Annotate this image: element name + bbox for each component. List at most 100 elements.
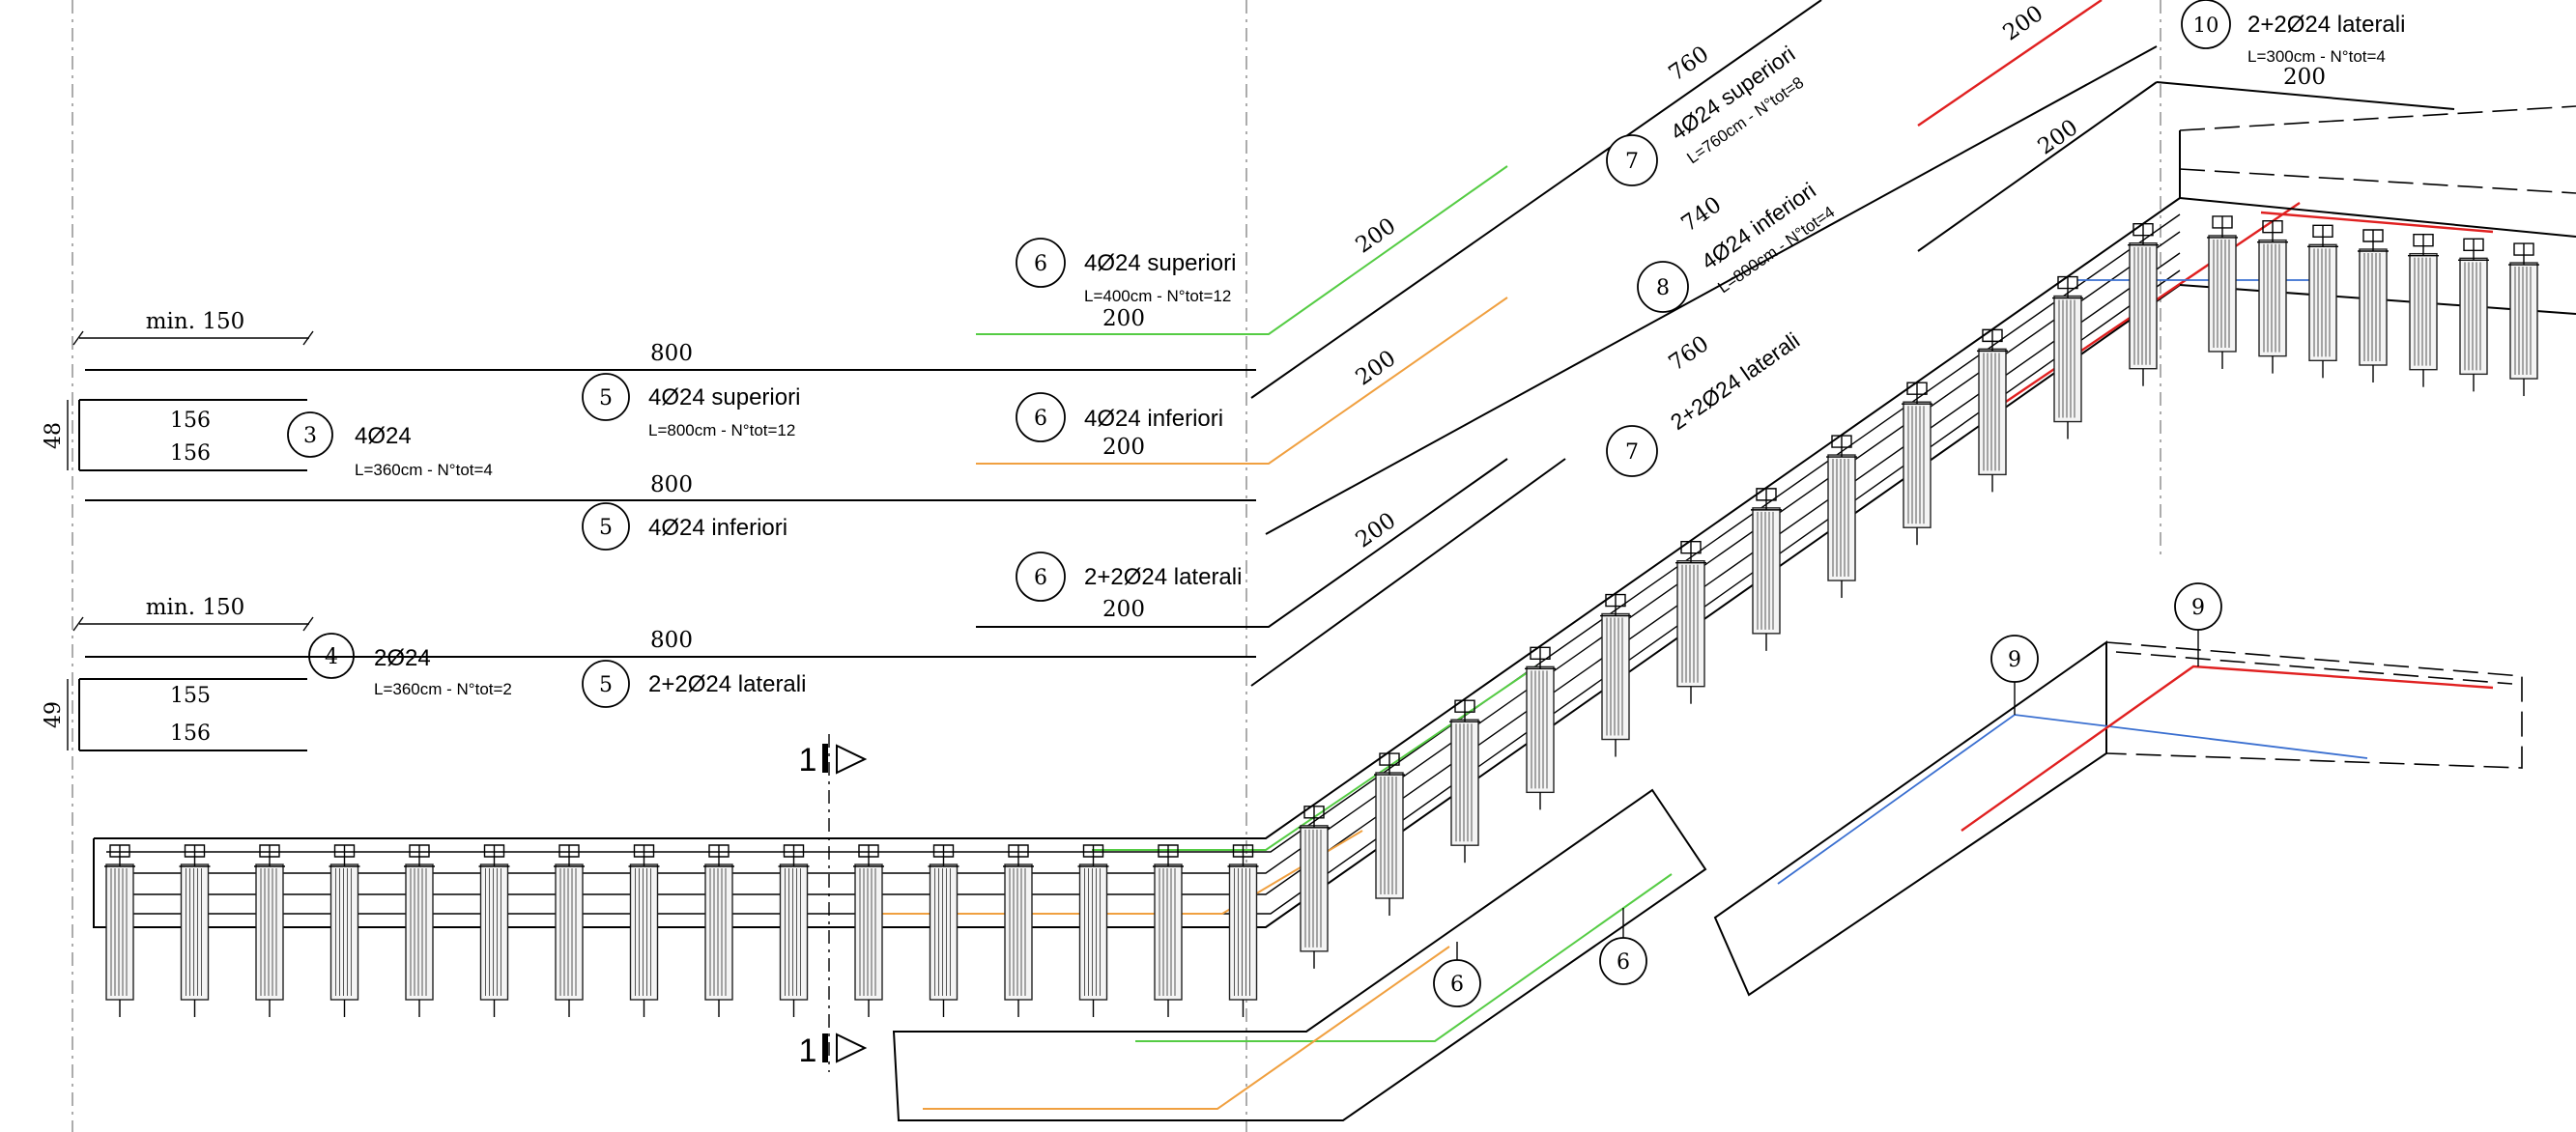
bar-10-text: 2+2Ø24 laterali [2247, 12, 2405, 38]
bar-5b-length: 800 [650, 472, 693, 497]
bar-3-height-label: 48 [42, 422, 66, 449]
beam-elevation [93, 105, 2576, 1017]
pile-33 [2458, 238, 2489, 392]
bar-4-dim-b: 156 [170, 722, 211, 746]
bar-4-sub: L=360cm - N°tot=2 [374, 680, 512, 698]
pile-1 [179, 844, 211, 1017]
pile-31 [2358, 229, 2389, 382]
bar-6a-len-b: 200 [1102, 306, 1145, 331]
bar-4-dim-a: 155 [170, 684, 211, 708]
bar-6c-len-a: 200 [1352, 508, 1401, 552]
pile-21 [1675, 540, 1706, 704]
bar-6a-len-a: 200 [1352, 213, 1401, 258]
bar-8-number: 8 [1656, 276, 1670, 300]
bar-5b-text: 4Ø24 inferiori [648, 515, 787, 541]
bar-6c-text: 2+2Ø24 laterali [1084, 564, 1242, 590]
pile-0 [104, 844, 135, 1017]
bar-6b-text: 4Ø24 inferiori [1084, 406, 1223, 432]
pile-10 [853, 844, 884, 1017]
bar-5c-text: 2+2Ø24 laterali [648, 671, 806, 697]
pile-8 [703, 844, 734, 1017]
pile-34 [2508, 242, 2539, 397]
section-markers: 1 1 [799, 734, 868, 1072]
plan-view-9: 9 9 [1713, 582, 2523, 997]
bar-3-dim-b: 156 [170, 441, 211, 466]
bar-10-sub: L=300cm - N°tot=4 [2247, 47, 2386, 66]
plan-bar-6a-number: 6 [1450, 973, 1464, 997]
pile-27 [2128, 223, 2159, 386]
bar-7b-length: 760 [1665, 331, 1714, 376]
pile-4 [404, 844, 435, 1017]
bar-10-schedule: 200 200 10 2+2Ø24 laterali L=300cm - N°t… [1917, 0, 2455, 252]
pile-12 [1003, 844, 1034, 1017]
pile-5 [478, 844, 510, 1017]
bar-10-len-b: 200 [2034, 115, 2083, 159]
pile-23 [1826, 435, 1857, 599]
bar-3-text: 4Ø24 [355, 423, 412, 449]
plan-bar-6b-number: 6 [1617, 950, 1630, 975]
bar-5c-length: 800 [650, 628, 693, 653]
plan-bar-9a-number: 9 [2008, 648, 2021, 672]
section-mark-bottom: 1 [799, 1033, 817, 1069]
pile-15 [1227, 844, 1259, 1017]
pile-25 [1977, 328, 2008, 493]
pile-13 [1077, 844, 1109, 1017]
pile-7 [628, 844, 660, 1017]
pile-19 [1525, 646, 1556, 810]
pile-26 [2052, 275, 2083, 439]
bar-6a-text: 4Ø24 superiori [1084, 250, 1236, 276]
bar-5-schedule: 800 5 4Ø24 superiori L=800cm - N°tot=12 … [85, 341, 1256, 708]
bar-6b-len-b: 200 [1102, 435, 1145, 460]
bar-5c-number: 5 [599, 673, 613, 697]
bar-5a-sub: L=800cm - N°tot=12 [648, 421, 795, 439]
bar-4-text: 2Ø24 [374, 645, 431, 671]
bar-3-dim-a: 156 [170, 409, 211, 433]
pile-9 [778, 844, 810, 1017]
bar-10-len-c: 200 [2283, 65, 2326, 90]
bar-6-schedule: 200 200 6 4Ø24 superiori L=400cm - N°tot… [976, 165, 1508, 628]
bar-6b-len-a: 200 [1352, 346, 1401, 390]
bar-3-bubble [287, 411, 333, 458]
pile-29 [2257, 219, 2288, 374]
pile-3 [329, 844, 360, 1017]
bar-6c-len-b: 200 [1102, 597, 1145, 622]
bar-6a-sub: L=400cm - N°tot=12 [1084, 287, 1231, 305]
pile-28 [2207, 215, 2238, 369]
pile-16 [1299, 806, 1330, 969]
pile-6 [554, 844, 585, 1017]
bar-5a-number: 5 [599, 386, 613, 410]
pile-2 [254, 844, 285, 1017]
bar-4-schedule: min. 150 49 155 156 4 2Ø24 L=360cm - N°t… [42, 595, 512, 751]
pile-22 [1751, 488, 1782, 651]
plan-view-6: 6 6 [892, 788, 1707, 1121]
pile-30 [2307, 224, 2338, 379]
piles [104, 215, 2539, 1017]
bar-3-number: 3 [303, 424, 317, 448]
pile-17 [1374, 752, 1405, 917]
bar-6c-number: 6 [1034, 566, 1047, 590]
bar-5a-length: 800 [650, 341, 693, 366]
pile-20 [1600, 593, 1631, 757]
plan-bar-9b-number: 9 [2191, 596, 2205, 620]
bar-3-min-label: min. 150 [146, 309, 245, 334]
bar-8-length: 740 [1677, 192, 1727, 237]
bar-4-min-label: min. 150 [146, 595, 245, 620]
pile-32 [2408, 233, 2439, 387]
bar-3-sub: L=360cm - N°tot=4 [355, 461, 493, 479]
bar-3-schedule: min. 150 48 156 156 3 4Ø24 L=360cm - N°t… [42, 309, 493, 479]
bar-6a-number: 6 [1034, 252, 1047, 276]
pile-11 [928, 844, 959, 1017]
bar-10-number: 10 [2193, 14, 2219, 37]
bar-7a-number: 7 [1625, 150, 1639, 174]
pile-24 [1902, 382, 1932, 546]
bar-6b-number: 6 [1034, 407, 1047, 431]
bar-7b-number: 7 [1625, 440, 1639, 465]
bar-5a-text: 4Ø24 superiori [648, 384, 800, 410]
bar-5b-number: 5 [599, 516, 613, 540]
bar-10-len-a: 200 [1999, 1, 2048, 45]
section-mark-top: 1 [799, 742, 817, 778]
pile-18 [1449, 699, 1480, 863]
pile-14 [1153, 844, 1184, 1017]
bar-4-height-label: 49 [42, 701, 66, 728]
